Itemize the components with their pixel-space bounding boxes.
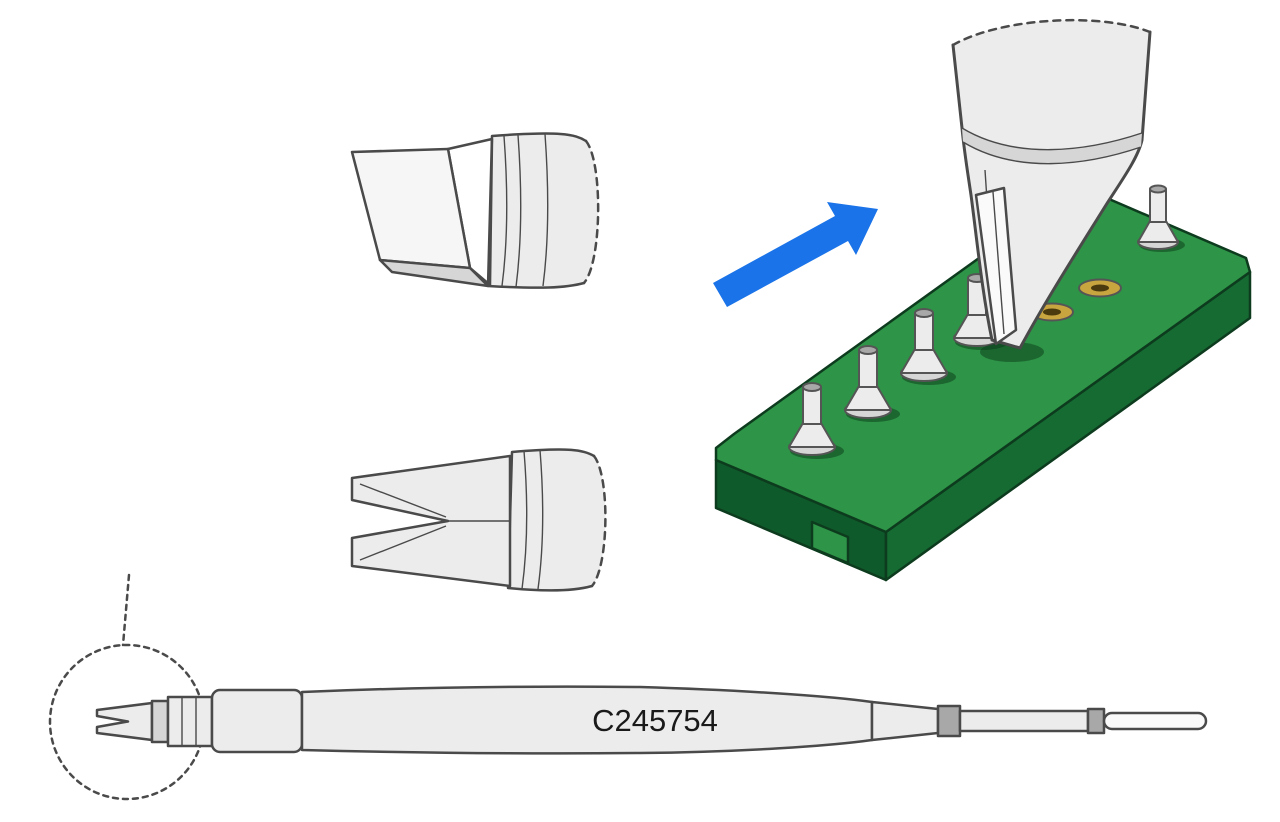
cartridge-front-body [210, 688, 304, 754]
iron-joint-band [962, 128, 1142, 164]
part-number-label: C245754 [592, 703, 718, 738]
arrow-icon [713, 202, 878, 307]
board-corner-notch [810, 520, 850, 565]
tip-fork-front-view [350, 448, 607, 592]
cartridge-collar [166, 695, 214, 748]
cartridge-band [936, 704, 962, 738]
cartridge-end-tip [1102, 711, 1208, 731]
fork-prongs [350, 454, 512, 588]
board-pin-under-iron [953, 273, 1009, 350]
cartridge-shaft [958, 709, 1090, 733]
iron-tip-shadow [980, 342, 1044, 362]
cartridge-taper [870, 700, 940, 742]
cartridge-band-2 [1086, 707, 1106, 735]
tip-cutaway-detail-view [350, 132, 600, 289]
gold-pad [1078, 278, 1122, 298]
cartridge-full-view: C245754 [48, 573, 1208, 801]
board-pin-far [1137, 184, 1185, 252]
fork-cylinder-dashed-end [590, 454, 607, 588]
fork-cylinder-body [508, 449, 606, 591]
cartridge-barrel [300, 685, 874, 755]
cutaway-cylinder-body [488, 133, 599, 288]
board-pin [900, 308, 956, 385]
iron-tip-highlight [974, 186, 1018, 346]
board-pin [844, 345, 900, 422]
cutaway-cylinder-dashed-end [582, 139, 600, 285]
connector-board [714, 184, 1252, 582]
cartridge-tip-ring [150, 699, 170, 744]
board-pin [788, 382, 844, 459]
magnifier-leader-line [121, 573, 131, 647]
soldering-iron [951, 18, 1152, 350]
insertion-arrow [713, 202, 878, 307]
cutaway-bottom-bevel [378, 258, 490, 288]
